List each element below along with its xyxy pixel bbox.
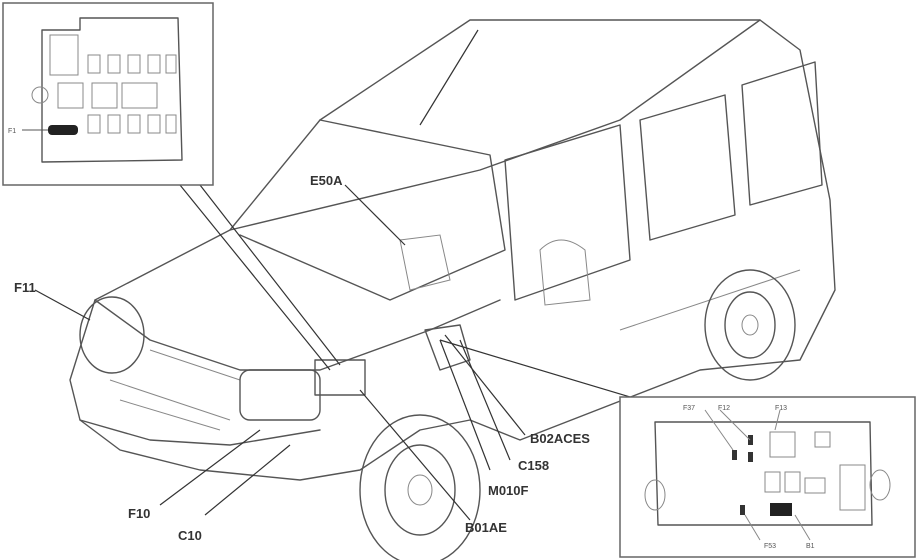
inset-right-label-4: F53 [764,543,776,550]
inset-right-label-2: F12 [718,405,730,412]
inset-right-label-3: F13 [775,405,787,412]
inset-left-fusebox: F1 [2,2,214,186]
inset-left-fuse-label: F1 [8,128,16,135]
fuse-f1 [48,125,78,135]
label-b01ae: B01AE [465,520,507,535]
label-b02aces: B02ACES [530,431,590,446]
front-wheel [359,414,481,560]
label-f11: F11 [14,280,36,295]
label-c158: C158 [518,458,549,473]
brake-component [424,324,471,371]
label-c10: C10 [178,528,202,543]
inset-right-label-5: B1 [806,543,815,550]
inset-right-fusebox: F37 F12 F13 F53 B1 [619,396,916,558]
fuse-box-engine [314,359,366,396]
label-f10: F10 [128,506,150,521]
headlight [79,296,145,374]
battery-box [239,369,321,421]
label-e50a: E50A [310,173,343,188]
label-m010f: M010F [488,483,529,498]
rear-wheel [704,269,796,381]
inset-right-label-1: F37 [683,405,695,412]
fuse-b1 [770,503,792,516]
